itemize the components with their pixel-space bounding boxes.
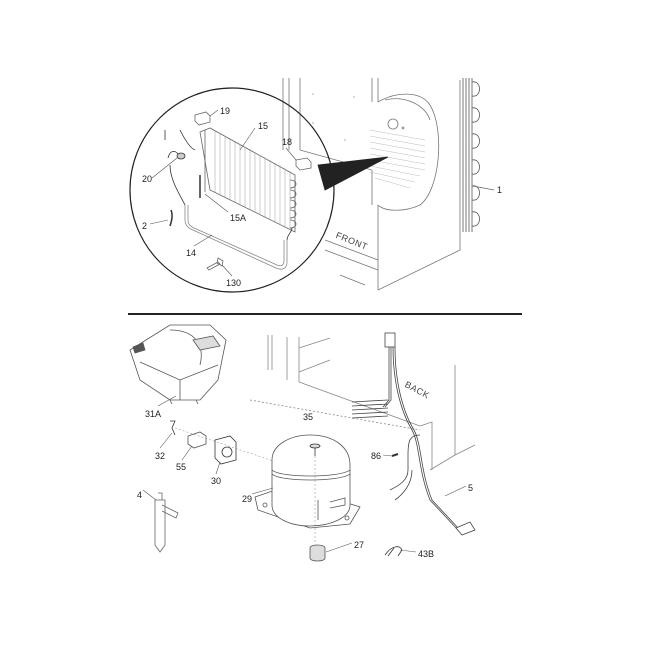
callout-31A: 31A [145,409,162,419]
callout-86: 86 [371,451,382,461]
compressor-part-29 [254,434,361,529]
block-part-19 [194,111,211,126]
cabinet-outline [282,78,461,291]
drain-pan-part-31A [129,324,227,405]
leader-lines-lower [142,395,467,553]
callout-18: 18 [282,137,293,147]
callout-5: 5 [468,483,474,493]
callout-130: 130 [226,278,242,288]
screw-part-130 [206,257,224,271]
screw-part-86 [391,453,399,457]
callout-35: 35 [303,412,314,422]
block-part-18 [295,157,312,171]
callout-15A: 15A [230,213,247,223]
callout-4: 4 [137,490,143,500]
zoom-wedge [317,156,389,191]
callout-30: 30 [211,476,222,486]
evaporator-part-15 [199,127,297,233]
wiring-harness [351,332,476,536]
thermostat-part-20 [164,129,196,160]
callout-55: 55 [176,462,187,472]
bolt-part-35 [309,443,321,456]
detail-circle [129,87,335,293]
callout-1: 1 [497,185,503,195]
overload-part-30 [214,435,237,465]
grommet-part-27 [309,544,326,562]
condenser-coil-part-1 [462,78,495,232]
cabinet-back-outline [249,335,476,471]
callout-20: 20 [142,174,153,184]
tube-part-14 [169,164,293,270]
drier-part-4 [154,492,179,553]
callout-14: 14 [186,248,197,258]
callout-15: 15 [258,121,269,131]
leader-lines-upper [149,109,297,277]
callout-19: 19 [220,106,231,116]
clip-part-32 [170,420,176,436]
overload-face [221,446,233,458]
callout-2: 2 [142,221,148,231]
callout-32: 32 [155,451,166,461]
callout-27: 27 [354,540,365,550]
clamp-part-43B [384,546,403,557]
callout-43B: 43B [418,549,435,559]
clip-part-2 [169,209,173,227]
callout-29: 29 [242,494,253,504]
relay-part-55 [187,431,207,449]
